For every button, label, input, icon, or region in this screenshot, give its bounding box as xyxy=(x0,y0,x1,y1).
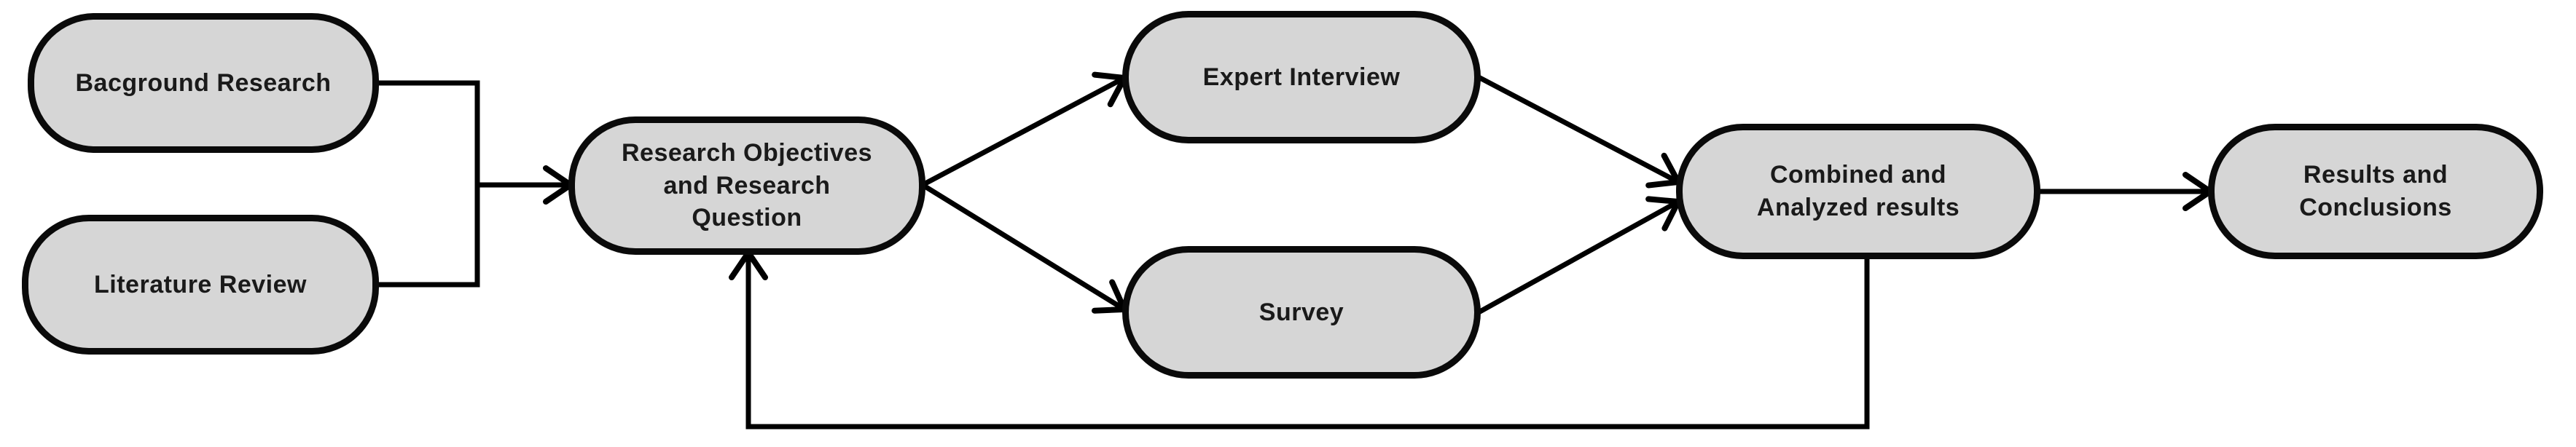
literature-review-label: Literature Review xyxy=(94,270,307,298)
edge-survey-to-combined xyxy=(1477,196,1681,315)
node-combined-analyzed-results: Combined and Analyzed results xyxy=(1676,124,2040,259)
background-research-label: Bacground Research xyxy=(75,68,332,97)
survey-label: Survey xyxy=(1258,298,1344,326)
results-conclusions-label: Results and Conclusions xyxy=(2299,161,2452,221)
node-survey: Survey xyxy=(1122,246,1481,379)
node-expert-interview: Expert Interview xyxy=(1122,11,1481,143)
node-results-conclusions: Results and Conclusions xyxy=(2208,124,2543,259)
edge-group xyxy=(376,71,2213,430)
node-research-objectives: Research Objectives and Research Questio… xyxy=(568,116,925,255)
edge-combined-feedback-to-research-objectives xyxy=(729,250,1870,430)
research-objectives-label: Research Objectives and Research Questio… xyxy=(621,138,873,232)
edge-research-objectives-to-expert-interview xyxy=(921,71,1127,188)
combined-analyzed-results-label: Combined and Analyzed results xyxy=(1756,161,1960,221)
expert-interview-label: Expert Interview xyxy=(1202,63,1401,91)
edge-expert-interview-to-combined xyxy=(1477,74,1681,189)
node-background-research: Bacground Research xyxy=(28,13,379,153)
edge-research-objectives-to-survey xyxy=(921,183,1127,314)
node-literature-review: Literature Review xyxy=(22,215,379,355)
edge-sources-merge-bracket xyxy=(376,80,480,288)
